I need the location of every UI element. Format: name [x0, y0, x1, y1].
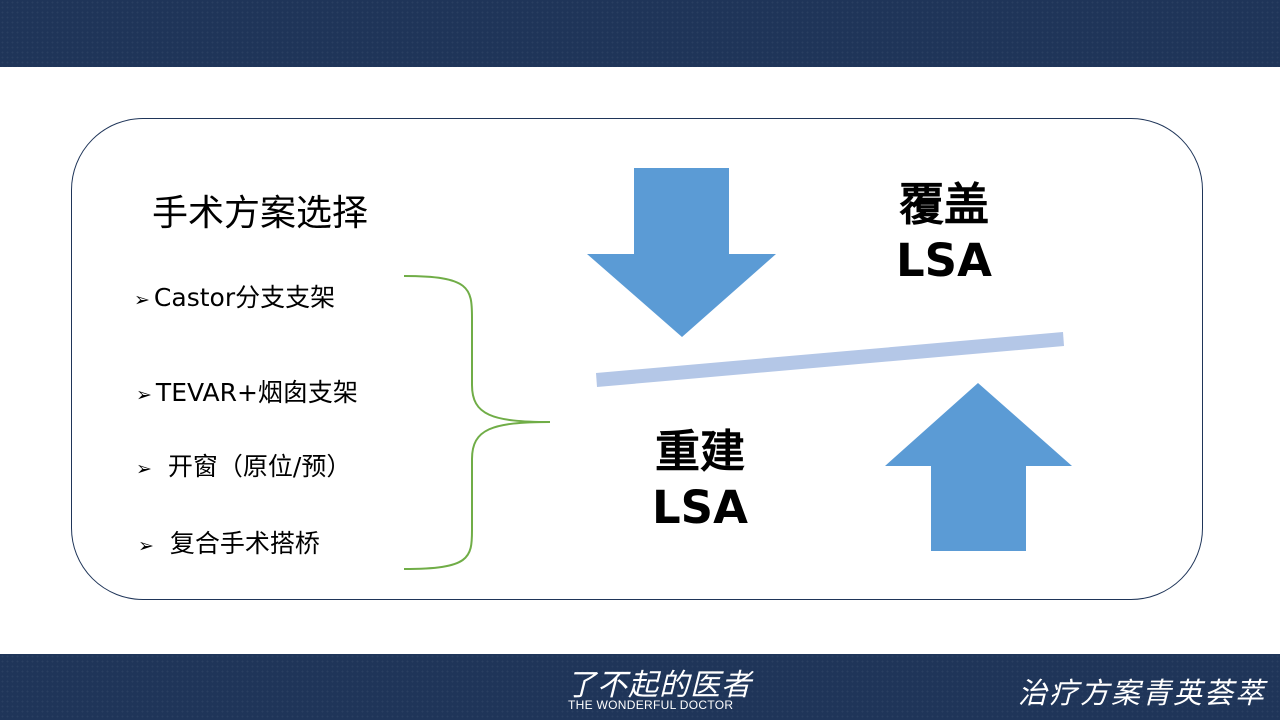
- rebuild-label-line1: 重建: [654, 425, 745, 478]
- cover-label-line2: LSA: [896, 234, 992, 288]
- curly-brace: [403, 275, 551, 570]
- slide-heading: 手术方案选择: [152, 193, 369, 234]
- arrow-bullet-icon: ➢: [134, 289, 150, 311]
- rebuild-label: 重建 LSA: [652, 424, 748, 537]
- content-panel: [71, 118, 1203, 600]
- arrow-bullet-icon: ➢: [138, 535, 154, 557]
- balance-bar: [596, 332, 1064, 387]
- down-arrow-icon: [587, 168, 776, 337]
- logo-title: 了不起的医者: [566, 668, 752, 703]
- arrow-bullet-icon: ➢: [136, 458, 152, 480]
- option-label: 复合手术搭桥: [169, 529, 320, 558]
- footer-band: [0, 654, 1280, 720]
- up-arrow-icon: [885, 383, 1072, 551]
- option-item: ➢ 开窗（原位/预）: [136, 447, 351, 483]
- option-label: Castor分支支架: [153, 283, 336, 312]
- option-item: ➢TEVAR+烟囱支架: [136, 373, 358, 409]
- option-label: TEVAR+烟囱支架: [155, 378, 358, 407]
- header-band: [0, 0, 1280, 67]
- cover-label-line1: 覆盖: [898, 178, 989, 231]
- option-item: ➢ 复合手术搭桥: [138, 524, 320, 560]
- cover-label: 覆盖 LSA: [896, 177, 992, 290]
- option-label: 开窗（原位/预）: [167, 452, 352, 481]
- arrow-bullet-icon: ➢: [136, 384, 152, 406]
- option-item: ➢Castor分支支架: [134, 278, 335, 314]
- logo-subtitle: THE WONDERFUL DOCTOR: [568, 698, 734, 712]
- footer-slogan: 治疗方案青英荟萃: [1017, 676, 1266, 710]
- rebuild-label-line2: LSA: [652, 481, 748, 535]
